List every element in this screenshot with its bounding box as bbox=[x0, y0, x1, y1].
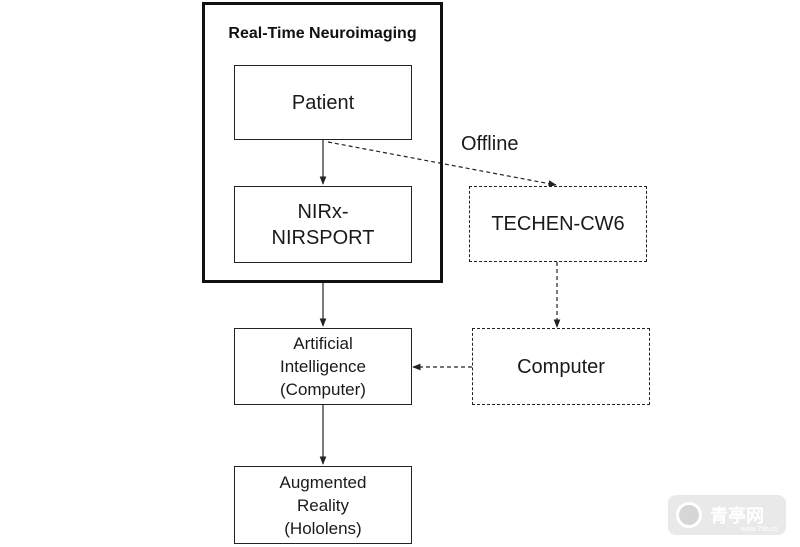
node-techen-label: TECHEN-CW6 bbox=[491, 213, 625, 235]
watermark: 青亭网 www.7tin.cn bbox=[668, 495, 786, 535]
edge-patient-to-techen bbox=[327, 141, 557, 187]
node-artificial-intelligence: Artificial Intelligence (Computer) bbox=[234, 328, 412, 405]
realtime-neuroimaging-group: Real-Time Neuroimaging bbox=[202, 2, 443, 283]
watermark-url: www.7tin.cn bbox=[740, 526, 778, 533]
edge-label-offline: Offline bbox=[461, 133, 519, 155]
node-computer: Computer bbox=[472, 328, 650, 405]
node-nirx-nirsport: NIRx- NIRSPORT bbox=[234, 186, 412, 263]
node-augmented-reality: Augmented Reality (Hololens) bbox=[234, 466, 412, 544]
node-ar-label: Augmented Reality (Hololens) bbox=[279, 472, 367, 538]
node-techen-cw6: TECHEN-CW6 bbox=[469, 186, 647, 262]
node-patient-label: Patient bbox=[291, 91, 355, 114]
node-patient: Patient bbox=[234, 65, 412, 140]
node-ai-label: Artificial Intelligence (Computer) bbox=[279, 334, 366, 399]
group-title: Real-Time Neuroimaging bbox=[228, 25, 417, 42]
node-nirx-label: NIRx- NIRSPORT bbox=[271, 200, 375, 249]
watermark-logo-icon bbox=[676, 502, 702, 528]
watermark-text: 青亭网 bbox=[710, 506, 764, 527]
node-computer-label: Computer bbox=[517, 355, 605, 378]
